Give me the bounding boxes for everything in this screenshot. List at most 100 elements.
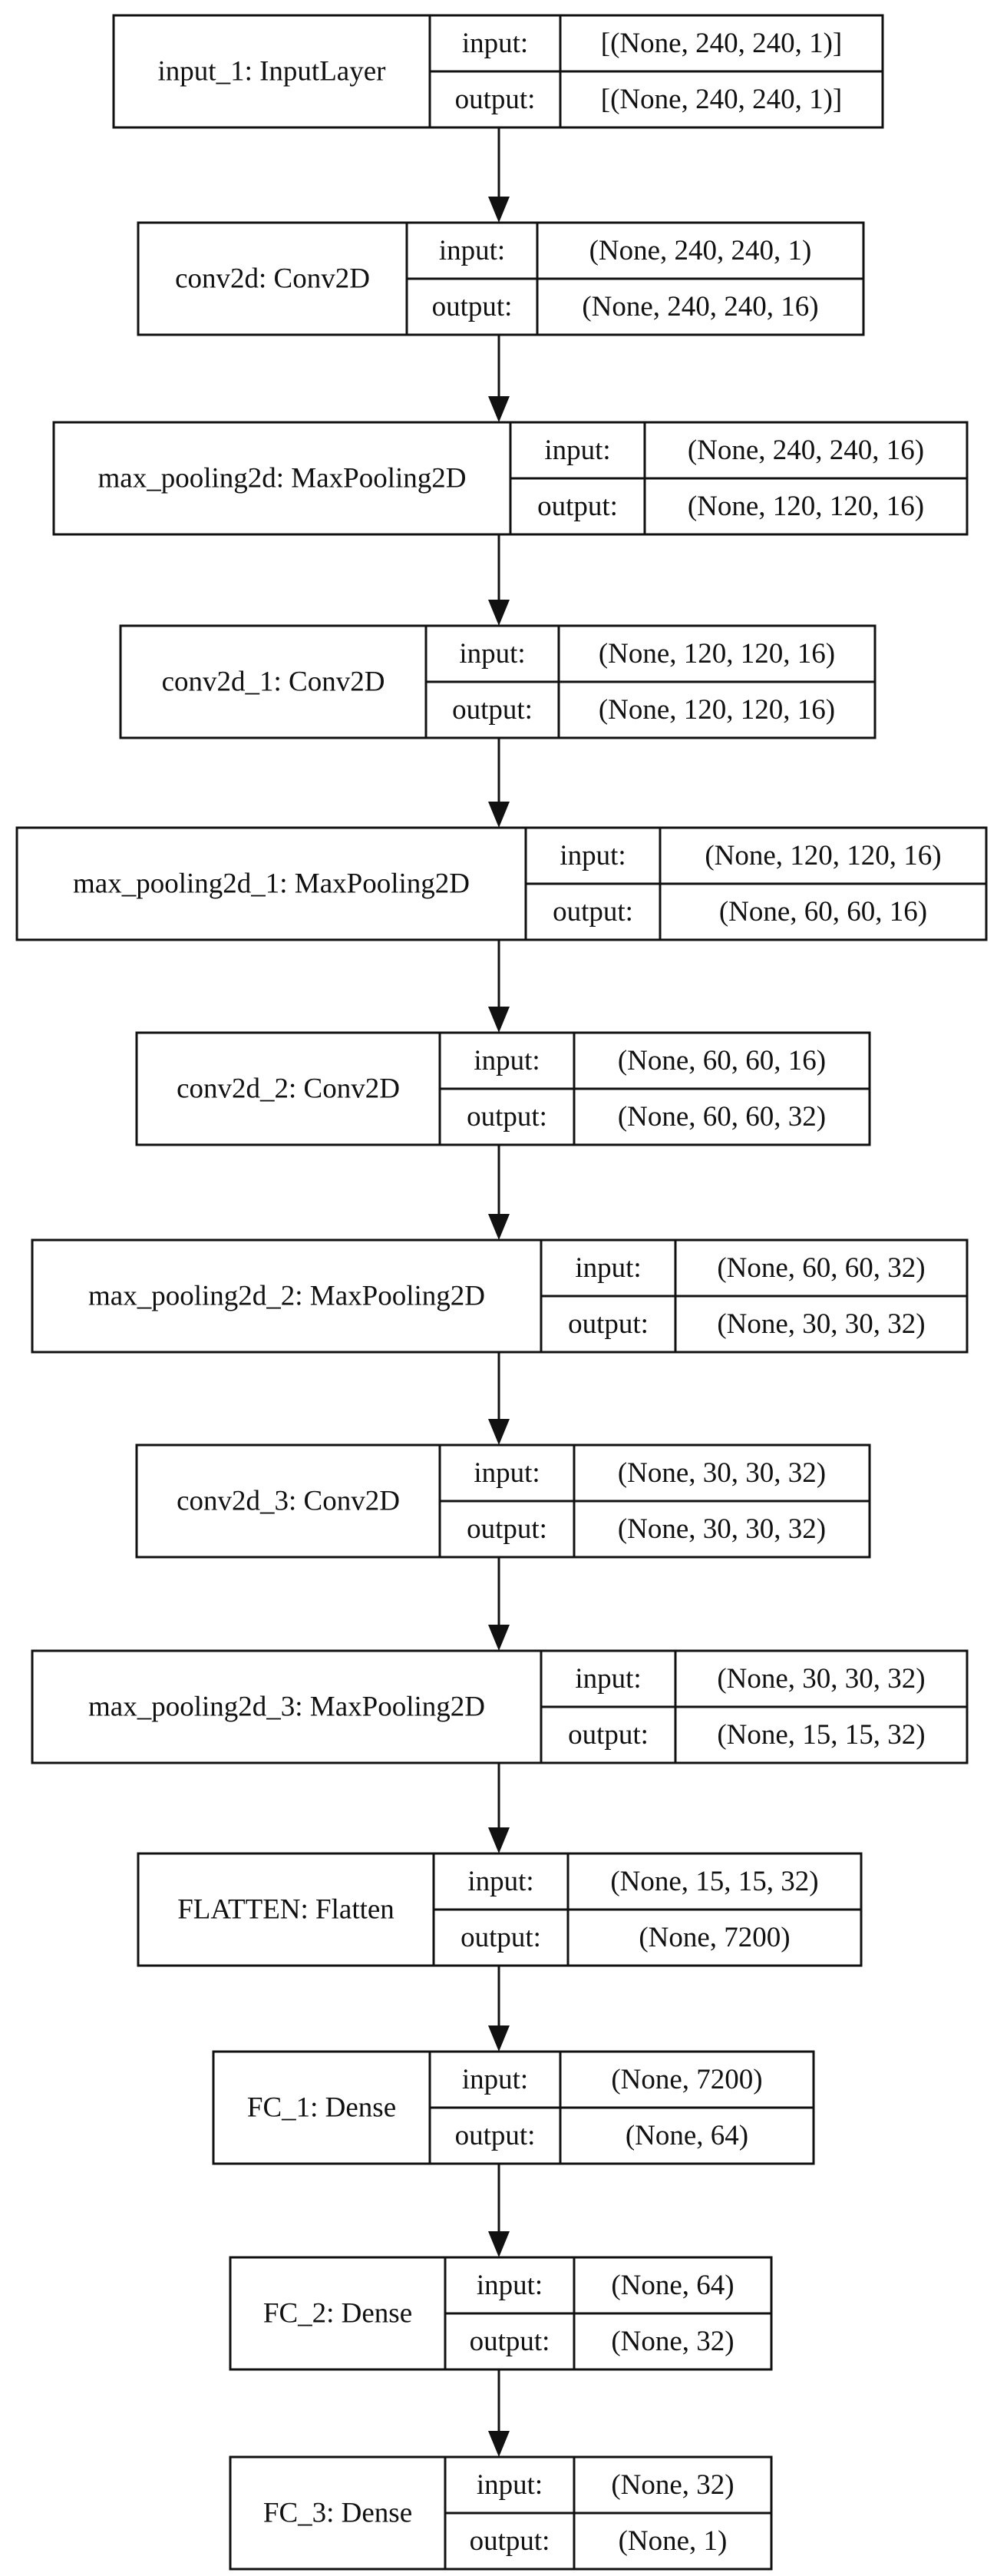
flow-arrow (488, 940, 510, 1033)
input-shape: (None, 240, 240, 16) (688, 435, 924, 466)
input-shape: (None, 120, 120, 16) (599, 638, 835, 670)
layer-name: max_pooling2d_1: MaxPooling2D (73, 868, 470, 900)
input-label: input: (459, 638, 525, 670)
input-label: input: (474, 1457, 540, 1489)
output-label: output: (470, 2525, 550, 2557)
layer-name: max_pooling2d_3: MaxPooling2D (88, 1691, 485, 1723)
layer-name: input_1: InputLayer (158, 56, 386, 88)
input-shape: (None, 30, 30, 32) (717, 1663, 925, 1695)
layer-node: max_pooling2d_1: MaxPooling2D input: outpu… (15, 826, 988, 941)
layer-name: FC_2: Dense (263, 2298, 412, 2330)
input-shape: (None, 120, 120, 16) (705, 840, 941, 871)
flow-arrow (488, 1145, 510, 1240)
input-shape: (None, 60, 60, 16) (618, 1045, 826, 1076)
layer-node: conv2d: Conv2D input: output: (None, 240, 2… (137, 221, 865, 336)
output-label: output: (467, 1101, 547, 1133)
output-label: output: (461, 1922, 541, 1953)
input-label: input: (544, 435, 610, 466)
flow-arrow (488, 534, 510, 626)
layer-name: FLATTEN: Flatten (177, 1894, 395, 1926)
input-shape: (None, 32) (611, 2469, 734, 2501)
output-shape: (None, 30, 30, 32) (618, 1513, 826, 1545)
output-label: output: (455, 2120, 536, 2151)
layer-node: FC_3: Dense input: output: (None, 32) (None,… (229, 2455, 773, 2571)
output-shape: (None, 60, 60, 16) (719, 896, 927, 928)
input-shape: (None, 30, 30, 32) (618, 1457, 826, 1489)
output-label: output: (568, 1719, 649, 1751)
output-label: output: (470, 2326, 550, 2357)
input-label: input: (575, 1252, 641, 1284)
flow-arrow (488, 1763, 510, 1853)
input-shape: [(None, 240, 240, 1)] (601, 28, 842, 59)
arrow-head (488, 2231, 510, 2257)
layer-node: FC_2: Dense input: output: (None, 64) (None,… (229, 2256, 773, 2371)
flow-arrow (488, 1557, 510, 1651)
arrow-head (488, 197, 510, 223)
layer-name: conv2d: Conv2D (175, 263, 370, 295)
input-label: input: (560, 840, 626, 871)
flow-arrow (488, 1966, 510, 2052)
layer-name: conv2d_1: Conv2D (162, 666, 385, 698)
layer-name: FC_3: Dense (263, 2498, 412, 2529)
arrow-head (488, 1625, 510, 1651)
input-label: input: (477, 2270, 543, 2301)
arrow-head (488, 2431, 510, 2457)
input-label: input: (575, 1663, 641, 1695)
layer-node: FLATTEN: Flatten input: output: (None, 15, … (137, 1852, 863, 1967)
flow-arrow (488, 1352, 510, 1445)
input-label: input: (462, 2064, 528, 2095)
output-label: output: (537, 491, 618, 522)
flow-arrow (488, 127, 510, 223)
input-shape: (None, 64) (611, 2270, 734, 2301)
arrow-head (488, 1827, 510, 1853)
layer-node: max_pooling2d_2: MaxPooling2Dinput:outpu… (31, 1238, 969, 1354)
output-label: output: (553, 896, 633, 928)
input-label: input: (474, 1045, 540, 1076)
arrow-head (488, 2025, 510, 2052)
output-label: output: (467, 1513, 547, 1545)
input-shape: (None, 7200) (611, 2064, 762, 2095)
output-shape: (None, 7200) (639, 1922, 790, 1953)
input-label: input: (439, 235, 505, 266)
layer-node: input_1: InputLayer input: output: [(None, … (112, 14, 884, 129)
output-shape: (None, 1) (619, 2525, 728, 2557)
output-label: output: (455, 84, 536, 115)
input-shape: (None, 240, 240, 1) (589, 235, 812, 266)
flow-arrow (488, 2164, 510, 2257)
input-shape: (None, 60, 60, 32) (717, 1252, 925, 1284)
arrow-head (488, 1214, 510, 1240)
output-shape: (None, 240, 240, 16) (582, 291, 818, 322)
layer-node: max_pooling2d: MaxPooling2D input: output:… (52, 421, 969, 536)
layer-name: conv2d_3: Conv2D (177, 1486, 400, 1517)
input-label: input: (467, 1866, 533, 1897)
layer-name: FC_1: Dense (247, 2092, 396, 2124)
layer-name: max_pooling2d_2: MaxPooling2D (88, 1281, 485, 1312)
layer-node: max_pooling2d_3: MaxPooling2D input: outpu… (31, 1649, 969, 1764)
output-shape: (None, 32) (611, 2326, 734, 2357)
input-shape: (None, 15, 15, 32) (610, 1866, 818, 1897)
output-label: output: (432, 291, 513, 322)
output-shape: (None, 120, 120, 16) (599, 694, 835, 726)
output-shape: (None, 15, 15, 32) (717, 1719, 925, 1751)
arrow-head (488, 1007, 510, 1033)
arrow-head (488, 600, 510, 626)
output-shape: (None, 30, 30, 32) (717, 1308, 925, 1340)
output-shape: (None, 60, 60, 32) (618, 1101, 826, 1133)
arrow-head (488, 1419, 510, 1445)
layer-name: max_pooling2d: MaxPooling2D (98, 463, 467, 494)
layer-node: FC_1: Dense input: output: (None, 7200) (Non… (212, 2050, 815, 2165)
flow-arrow (488, 738, 510, 828)
arrow-head (488, 396, 510, 422)
flow-arrow (488, 2369, 510, 2457)
arrow-head (488, 802, 510, 828)
input-label: input: (477, 2469, 543, 2501)
output-shape: (None, 120, 120, 16) (688, 491, 924, 522)
input-label: input: (462, 28, 528, 59)
output-shape: [(None, 240, 240, 1)] (601, 84, 842, 115)
output-shape: (None, 64) (626, 2120, 748, 2151)
layer-node: conv2d_3: Conv2D input: output: (None, 30, … (135, 1443, 871, 1559)
output-label: output: (452, 694, 533, 726)
flow-arrow (488, 335, 510, 422)
